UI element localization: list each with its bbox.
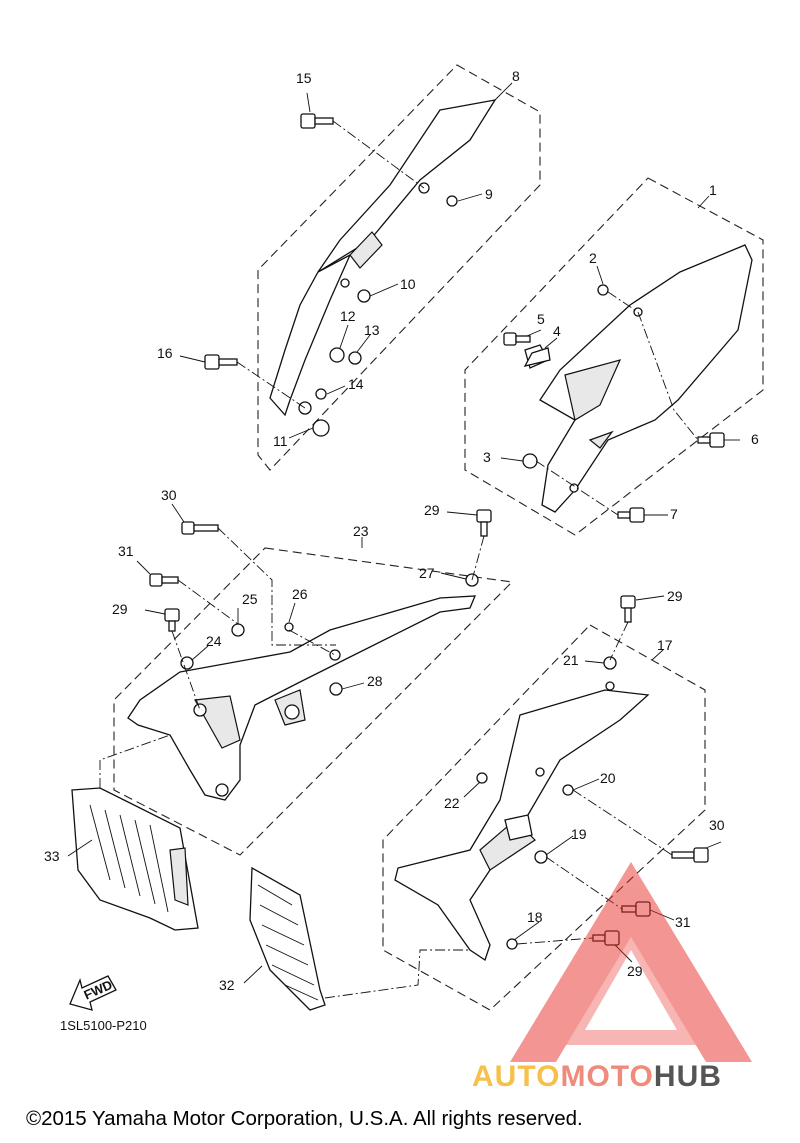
callout-13: 13 [364, 322, 380, 338]
callout-14: 14 [348, 376, 364, 392]
callout-21: 21 [563, 652, 579, 668]
part-code: 1SL5100-P210 [60, 1018, 147, 1033]
callout-4: 4 [553, 323, 561, 339]
watermark-moto: MOTO [560, 1060, 653, 1093]
callout-30-top: 30 [161, 487, 177, 503]
callout-32: 32 [219, 977, 235, 993]
callout-31-top: 31 [118, 543, 134, 559]
callout-29-right: 29 [667, 588, 683, 604]
callout-18: 18 [527, 909, 543, 925]
fasteners [149, 113, 725, 950]
callout-23: 23 [353, 523, 369, 539]
callout-16: 16 [157, 345, 173, 361]
callout-7: 7 [670, 506, 678, 522]
part-17-panel [394, 681, 650, 962]
callout-6: 6 [751, 431, 759, 447]
callout-30-right: 30 [709, 817, 725, 833]
group-17-outline [382, 624, 706, 1011]
callout-22: 22 [444, 795, 460, 811]
group-1-outline [464, 177, 764, 536]
callout-17: 17 [657, 637, 673, 653]
watermark-triangle-icon [510, 862, 752, 1062]
callout-29-top: 29 [424, 502, 440, 518]
callout-27: 27 [419, 565, 435, 581]
part-32-grille [249, 866, 326, 1011]
callout-31-right: 31 [675, 914, 691, 930]
callout-24: 24 [206, 633, 222, 649]
part-8-shroud [269, 99, 497, 417]
callout-25: 25 [242, 591, 258, 607]
callout-20: 20 [600, 770, 616, 786]
callout-9: 9 [485, 186, 493, 202]
part-33-grille [71, 787, 199, 931]
callout-2: 2 [589, 250, 597, 266]
watermark-auto: AUTO [472, 1060, 560, 1093]
callout-8: 8 [512, 68, 520, 84]
callout-11: 11 [273, 433, 288, 449]
callout-3: 3 [483, 449, 491, 465]
watermark-text: AUTOMOTOHUB [472, 1060, 722, 1093]
callout-10: 10 [400, 276, 416, 292]
callout-19: 19 [571, 826, 587, 842]
callout-33: 33 [44, 848, 60, 864]
group-23-outline [113, 547, 514, 856]
callout-26: 26 [292, 586, 308, 602]
leader-lines [67, 82, 740, 999]
callout-28: 28 [367, 673, 383, 689]
fwd-arrow: FWD [69, 975, 117, 1011]
callout-12: 12 [340, 308, 356, 324]
part-23-panel [127, 595, 476, 801]
watermark [510, 862, 752, 1062]
callout-labels: 1 2 3 4 5 6 7 8 9 10 11 12 13 14 15 16 1… [44, 68, 759, 993]
copyright-notice: ©2015 Yamaha Motor Corporation, U.S.A. A… [26, 1107, 583, 1130]
callout-29-left: 29 [112, 601, 128, 617]
callout-5: 5 [537, 311, 545, 327]
group-8-outline [257, 64, 541, 471]
callout-1: 1 [709, 182, 717, 198]
watermark-hub: HUB [654, 1060, 722, 1093]
callout-15: 15 [296, 70, 312, 86]
callout-29-bottom: 29 [627, 963, 643, 979]
part-1-side-cover [524, 244, 753, 513]
